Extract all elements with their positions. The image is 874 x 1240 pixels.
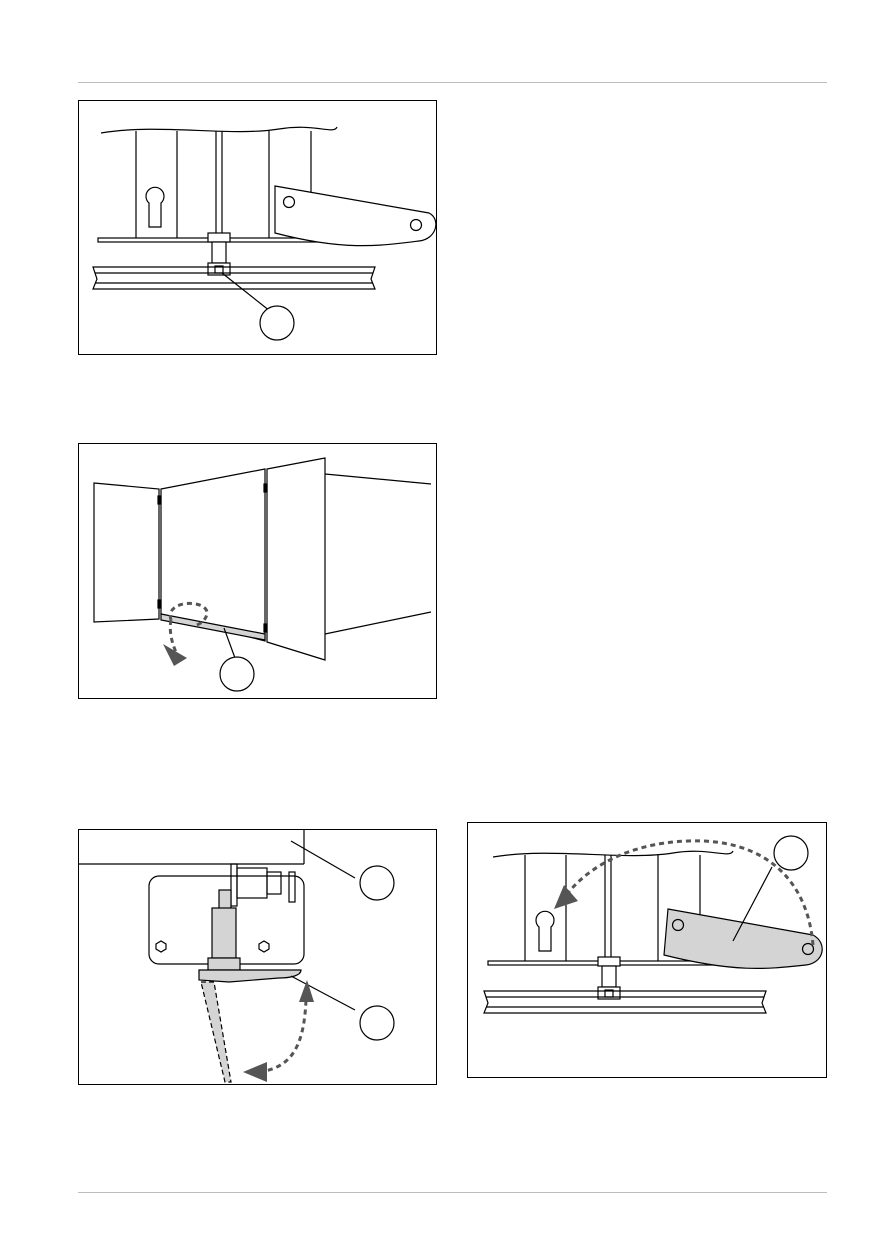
figure-1-drawing bbox=[92, 126, 437, 341]
figure-3-latch-detail bbox=[78, 829, 437, 1085]
figure-4-drawing bbox=[483, 835, 823, 1014]
footer-rule bbox=[78, 1192, 827, 1193]
header-rule bbox=[78, 82, 827, 83]
figure-2-cabinet-doors bbox=[78, 443, 437, 699]
figure-4-bracket-rotation bbox=[467, 822, 827, 1078]
figure-2-drawing bbox=[93, 457, 432, 692]
figure-3-drawing bbox=[79, 830, 395, 1083]
figure-1-bracket-mounting bbox=[78, 100, 437, 355]
